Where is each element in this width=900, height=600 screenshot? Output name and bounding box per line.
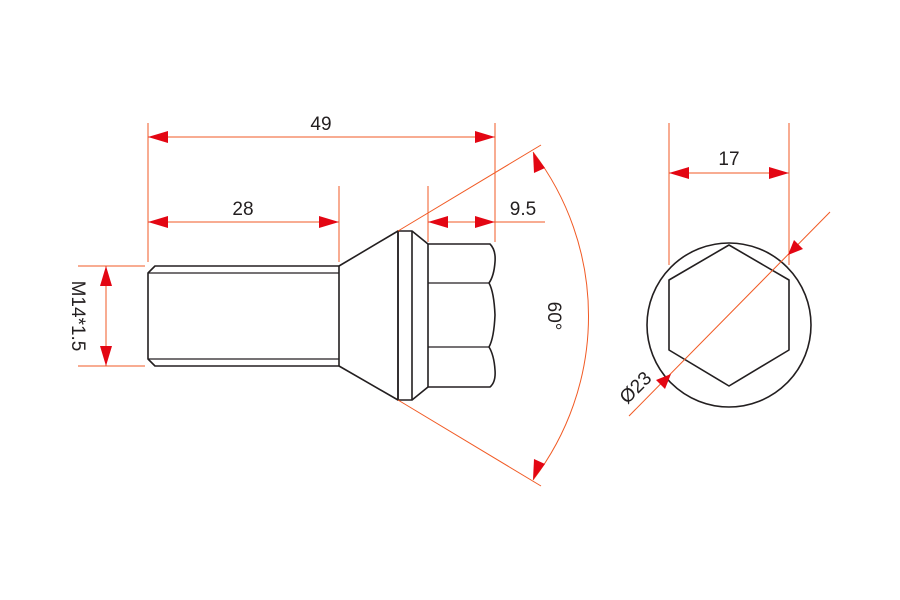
threaded-shank [147, 265, 340, 367]
hex-length-label: 9.5 [510, 199, 536, 220]
overall-length-label: 49 [310, 114, 331, 135]
end-extension-lines [668, 123, 790, 265]
dimension-hex-length: 9.5 [428, 199, 545, 228]
thread-length-label: 28 [232, 199, 253, 220]
end-view: 17 Ø23 [616, 123, 831, 417]
across-flats-label: 17 [718, 149, 739, 170]
flange-diameter-label: Ø23 [616, 368, 656, 408]
dimension-overall-length: 49 [148, 114, 495, 143]
hex-head [427, 243, 496, 388]
flange-circle [646, 242, 812, 408]
side-view: 49 28 9.5 M14*1.5 60° [67, 114, 590, 487]
dimension-across-flats: 17 [669, 149, 789, 179]
side-extension-lines [78, 123, 542, 487]
seat-angle-label: 60° [543, 302, 564, 331]
hex-outline [668, 244, 790, 387]
flange-ring [397, 230, 429, 401]
thread-spec-label: M14*1.5 [67, 281, 88, 352]
conical-seat [338, 230, 399, 401]
dimension-seat-angle: 60° [532, 151, 590, 481]
dimension-thread-length: 28 [148, 199, 339, 228]
dimension-thread-spec: M14*1.5 [67, 266, 112, 366]
